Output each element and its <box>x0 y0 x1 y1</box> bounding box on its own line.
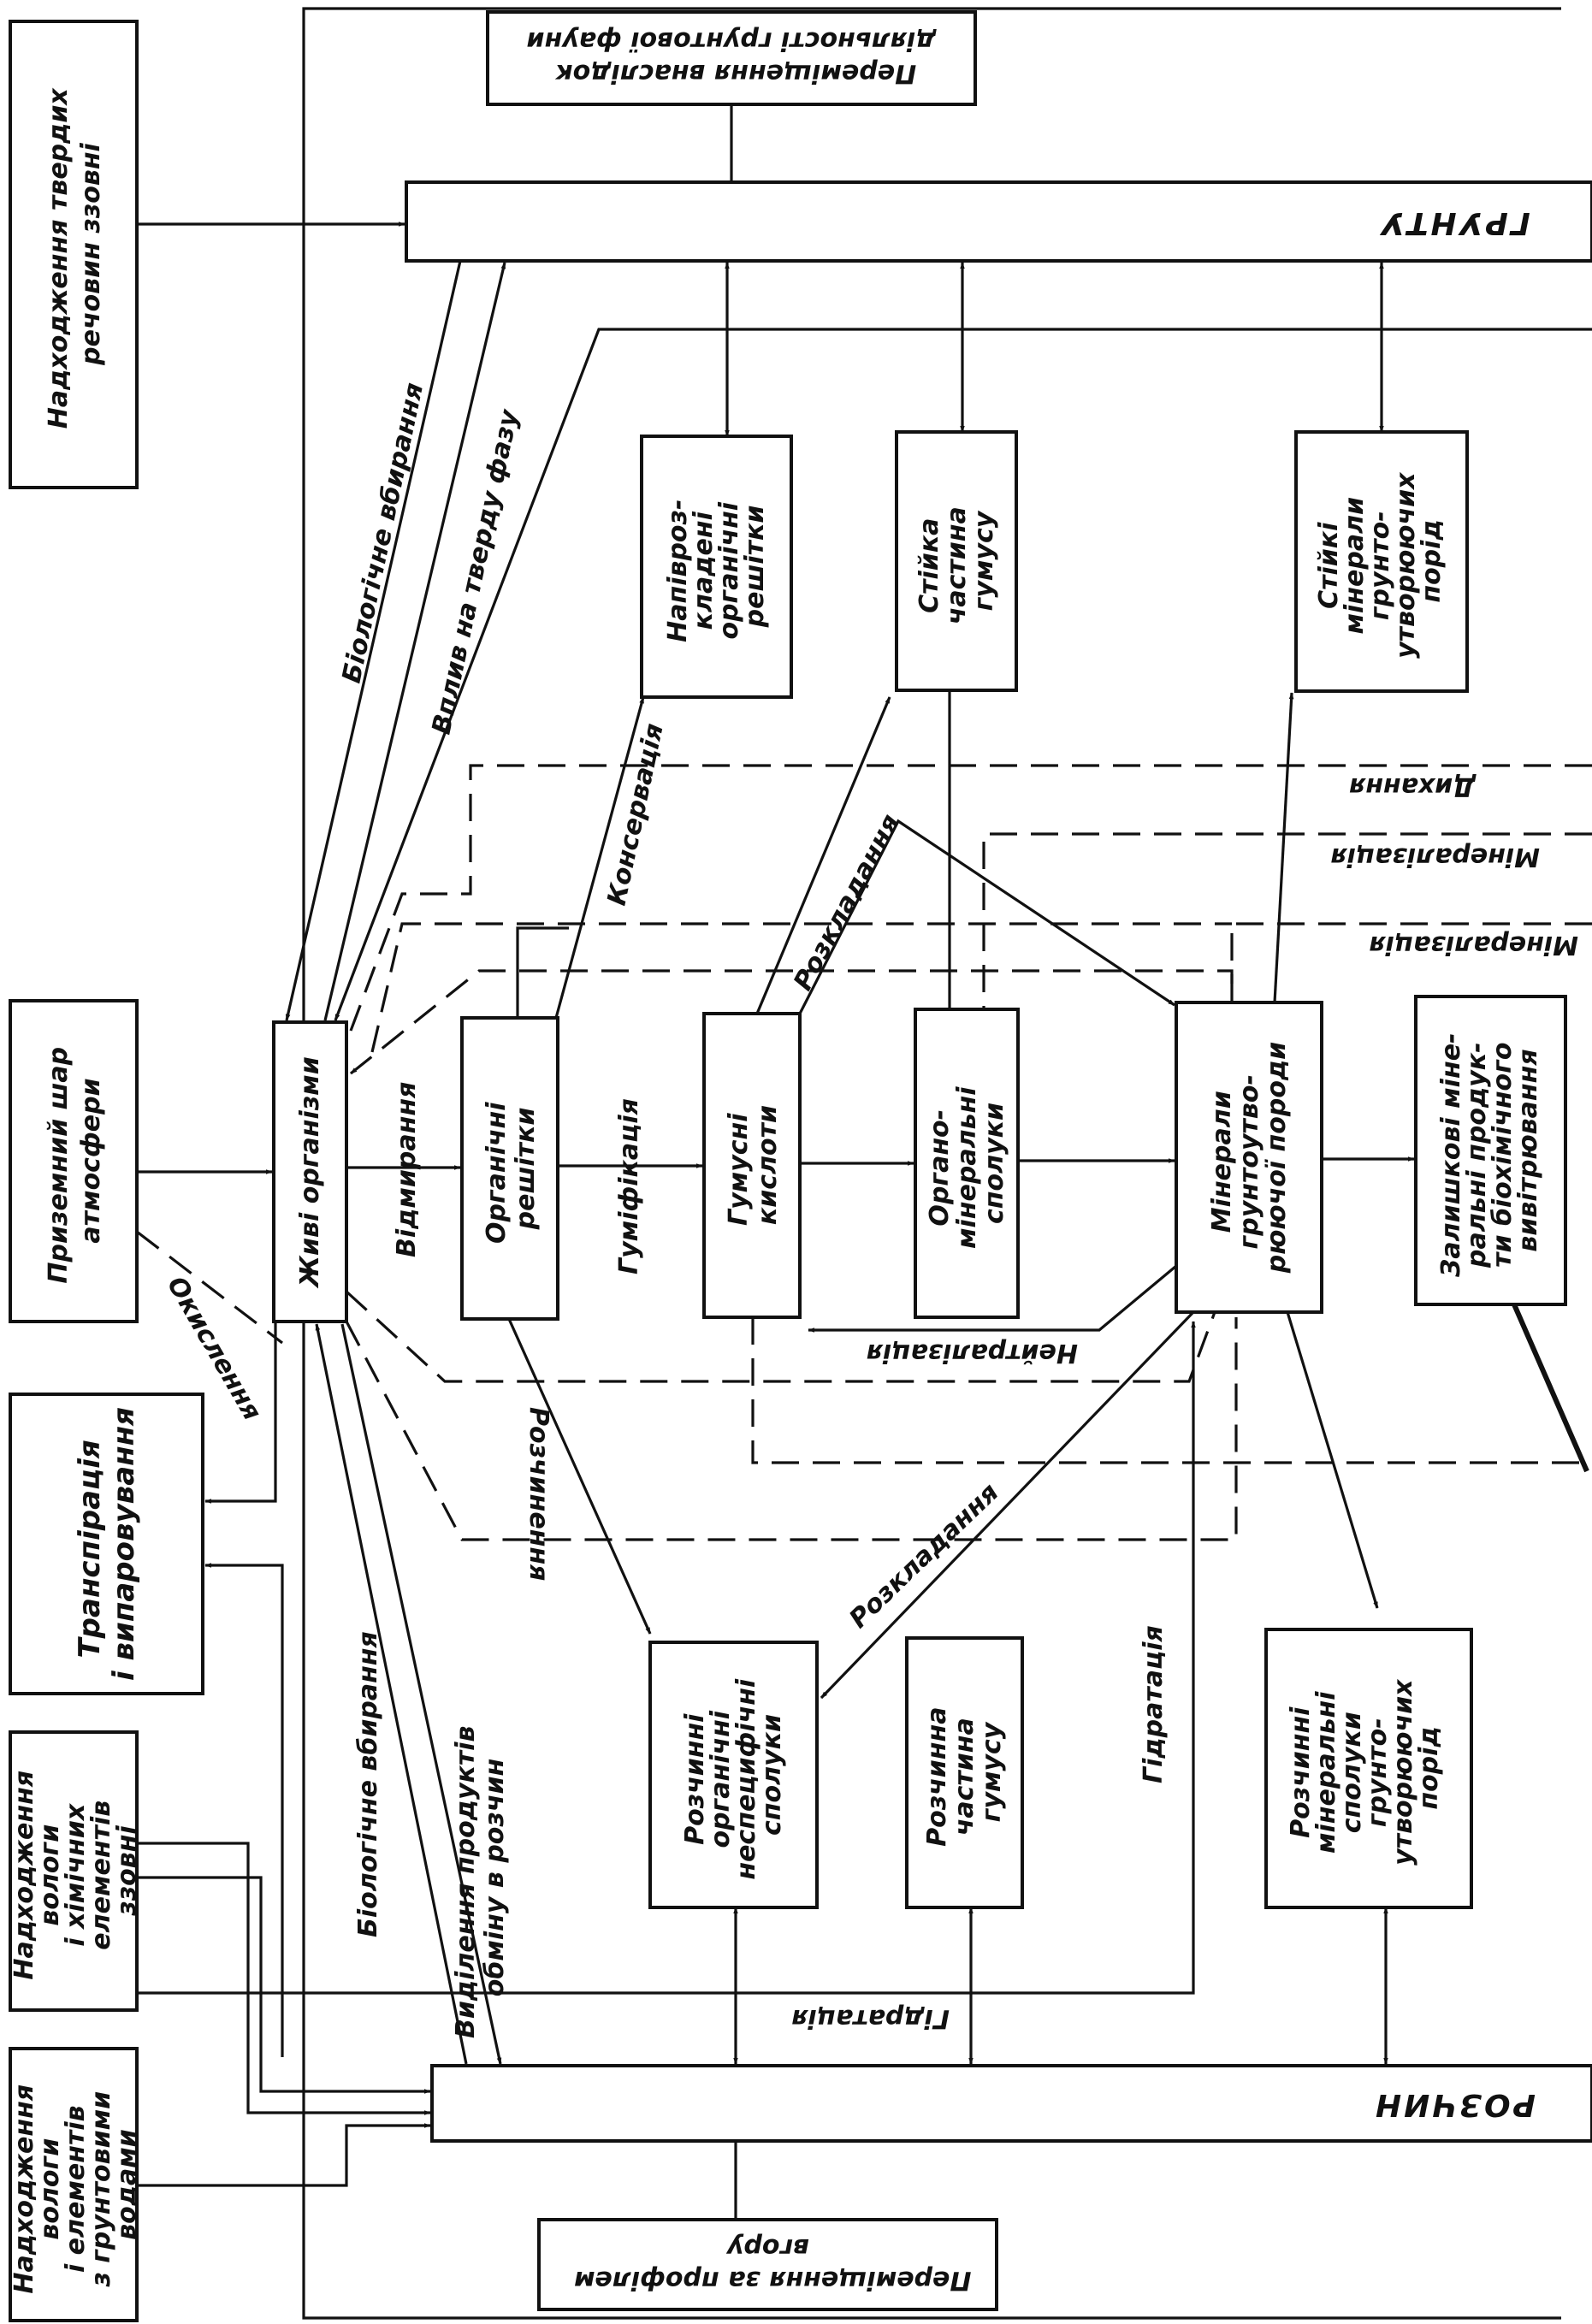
arrow-decomposition-top <box>798 819 1175 1014</box>
arrow-moisture-solution-2 <box>137 1842 431 2115</box>
dissolution-label: Розчинення <box>524 1407 553 1581</box>
arrow-moisture-solution <box>137 1876 431 2094</box>
profile-transport-label: Переміщення за профілем вгору <box>565 2232 971 2295</box>
fauna-transport-box <box>486 10 977 106</box>
groundwater-label: Надходження вологи і елементів з грунтов… <box>9 2075 142 2293</box>
weathering-box <box>1414 995 1567 1306</box>
mineralization-1-label: Мінералізація <box>1330 842 1540 872</box>
solution-plate <box>430 2064 1592 2143</box>
residues-label: Органічні решітки <box>482 1093 541 1244</box>
arrow-solid-phase <box>323 262 506 1021</box>
humic-label: Гумусні кислоти <box>724 1104 783 1226</box>
stable-minerals-label: Стійкі мінерали грунто- утворюючих порід <box>1314 464 1447 659</box>
transpiration-box <box>9 1393 204 1695</box>
minerals-label: Мінерали грунтоутво- рюючої породи <box>1207 1042 1292 1274</box>
arrow-bio-uptake-bottom <box>315 1323 468 2065</box>
dash-living-upper <box>370 922 1232 1053</box>
arrow-minerals-stableminerals <box>1273 692 1294 1003</box>
arrow-living-transpiration <box>204 1322 277 1504</box>
line-hydration <box>137 1321 1196 1995</box>
dash-hydration-lower <box>345 1317 1238 1541</box>
decomposition-top-label: Розкладання <box>788 809 906 996</box>
arrow-bio-uptake-top <box>285 260 462 1021</box>
soluble-organic-label: Розчинні органічні неспецифічні сполуки <box>680 1670 787 1879</box>
semi-decomposed-box <box>640 435 793 699</box>
arrow-decomposition-bottom <box>820 1310 1195 1700</box>
dash-living-lower <box>345 1290 1216 1383</box>
solids-input-box <box>9 20 139 489</box>
arrow-conservation <box>554 696 645 1019</box>
arrow-frame-transpiration <box>204 1563 284 2057</box>
arrow-metabolites <box>340 1323 502 2065</box>
hydration-label: Гідратація <box>1139 1625 1169 1783</box>
stable-minerals-box <box>1294 430 1469 693</box>
dash-mineralization-1 <box>982 832 1592 1009</box>
dying-label: Відмирання <box>392 1082 422 1257</box>
line-residues-up <box>516 926 569 1018</box>
weathering-label: Залишкові міне- ральні продук- ти біохім… <box>1436 1024 1543 1278</box>
hydration-bottom-label: Гідратація <box>791 2003 950 2033</box>
arrow-living-to-top-line <box>334 328 1592 1021</box>
stable-humus-label: Стійка частина гумусу <box>914 498 999 624</box>
bio-uptake-bottom-label: Біологічне вбирання <box>353 1631 383 1937</box>
decomposition-bottom-label: Розкладання <box>843 1477 1004 1634</box>
living-box <box>272 1020 348 1323</box>
solids-input-label: Надходження твердих речовин ззовні <box>44 80 106 429</box>
humification-label: Гуміфікація <box>614 1098 644 1274</box>
organomineral-label: Органо- мінеральні сполуки <box>925 1078 1009 1249</box>
solution-plate-label: РОЗЧИН <box>1373 2087 1536 2122</box>
stable-humus-box <box>895 430 1018 692</box>
soluble-mineral-label: Розчинні мінеральні сполуки грунто- утво… <box>1286 1671 1444 1866</box>
residues-box <box>460 1016 559 1321</box>
soluble-humus-label: Розчинна частина гумусу <box>922 1698 1007 1847</box>
humic-box <box>702 1012 802 1319</box>
soluble-organic-box <box>648 1641 819 1909</box>
minerals-box <box>1175 1001 1323 1314</box>
organomineral-box <box>914 1008 1020 1319</box>
dash-respiration <box>349 764 1592 1032</box>
respiration-label: Дихання <box>1349 772 1477 801</box>
transpiration-label: Транспірація і випаровування <box>73 1407 141 1681</box>
arrow-humic-stablehumus <box>755 696 891 1014</box>
atmosphere-box <box>9 999 139 1323</box>
arrow-neutralization <box>808 1264 1178 1333</box>
atmosphere-label: Приземний шар атмосфери <box>44 1038 106 1283</box>
arrow-dissolution <box>507 1318 652 1635</box>
living-label: Живі організми <box>295 1056 325 1288</box>
soluble-mineral-box <box>1264 1628 1473 1909</box>
neutralization-label: Нейтралізація <box>867 1338 1078 1368</box>
semi-decomposed-label: Напівроз- кладені органічні решітки <box>663 490 770 642</box>
arrow-minerals-solmineral <box>1286 1311 1379 1609</box>
soil-plate <box>405 180 1592 263</box>
metabolites-label: Виділення продуктів обміну в розчин <box>451 1717 510 2038</box>
soil-plate-label: ГРУНТУ <box>1378 205 1530 240</box>
moisture-external-label: Надходження вологи і хімічних елементів … <box>9 1761 142 1979</box>
fauna-transport-label: Переміщення внаслідок діяльності грунтов… <box>526 26 937 88</box>
moisture-external-box <box>9 1730 139 2012</box>
profile-transport-box <box>537 2218 998 2311</box>
soluble-humus-box <box>905 1636 1024 1909</box>
groundwater-box <box>9 2047 139 2322</box>
line-weathering-out <box>1512 1303 1589 1473</box>
arrow-groundwater-solution <box>137 2123 431 2187</box>
dash-return-living <box>350 969 1234 1075</box>
dash-humic-bottom <box>751 1317 1592 1464</box>
solid-phase-label: Вплив на тверду фазу <box>427 406 525 737</box>
dash-oxidation <box>136 1230 283 1345</box>
mineralization-2-label: Мінералізація <box>1369 930 1578 960</box>
